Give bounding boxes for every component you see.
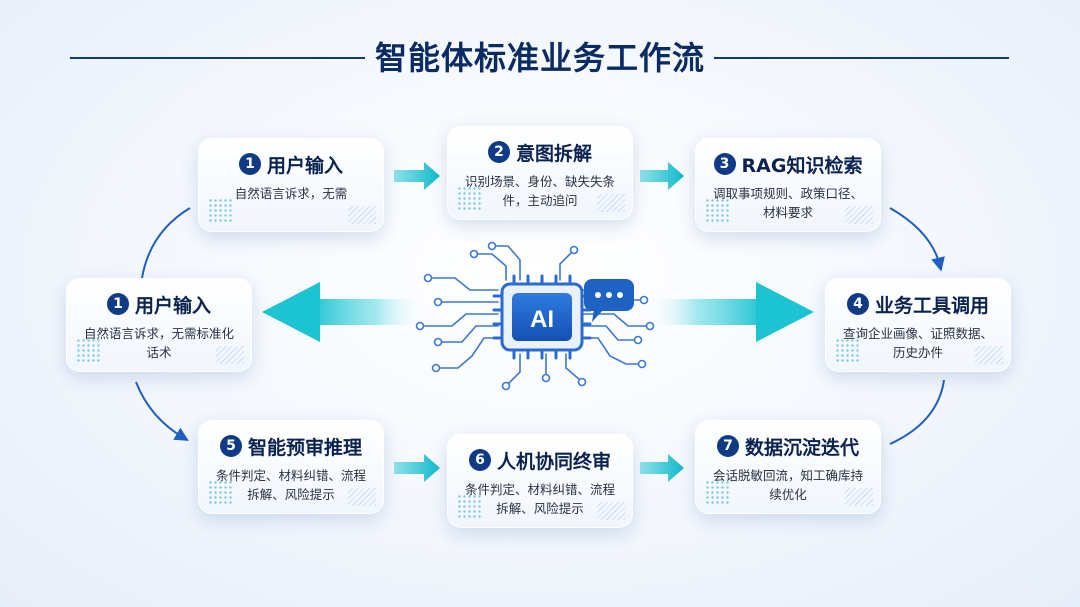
dot-pattern-decoration: [705, 480, 729, 504]
step-card-rag-retrieval: 3 RAG知识检索 调取事项规则、政策口径、材料要求: [695, 138, 881, 232]
step-number-badge: 1: [238, 153, 261, 175]
step-card-intent-decomposition: 2 意图拆解 识别场景、身份、缺失失条件，主动追问: [447, 126, 633, 220]
step-card-user-input-left: 1 用户输入 自然语言诉求，无需标准化话术: [66, 278, 252, 372]
dot-pattern-decoration: [457, 186, 481, 210]
hatch-decoration: [216, 346, 244, 364]
dot-pattern-decoration: [76, 338, 100, 362]
arrow-5-to-6: [394, 454, 440, 482]
hatch-decoration: [348, 206, 376, 224]
step-description: 自然语言诉求，无需标准化话术: [84, 326, 235, 360]
big-arrow-right: [652, 282, 814, 342]
page-title: 智能体标准业务工作流: [374, 39, 705, 77]
arrow-6-to-7: [640, 454, 684, 482]
dot-pattern-decoration: [835, 338, 859, 362]
circuit-nodes: [415, 241, 655, 391]
hatch-decoration: [597, 194, 625, 212]
step-number-badge: 1: [106, 293, 129, 315]
step-title: 用户输入: [266, 154, 343, 177]
step-title: 用户输入: [134, 294, 211, 317]
dot-pattern-decoration: [208, 198, 232, 222]
step-number-badge: 3: [713, 153, 736, 175]
connector-right-lower: [889, 379, 945, 445]
chat-bubble-icon: [584, 279, 634, 322]
step-description: 条件判定、材料纠错、流程拆解、风险提示: [465, 482, 616, 516]
step-description: 识别场景、身份、缺失失条件，主动追问: [465, 174, 616, 208]
ai-chip-label: AI: [530, 306, 554, 333]
step-description: 会话脱敏回流，知工确库持续优化: [713, 468, 864, 502]
step-number-badge: 7: [716, 435, 739, 457]
hatch-decoration: [348, 488, 376, 506]
step-number-badge: 5: [219, 435, 242, 457]
title-area: 智能体标准业务工作流: [0, 34, 1080, 82]
title-divider-left: [70, 57, 365, 59]
step-description: 条件判定、材料纠错、流程拆解、风险提示: [216, 468, 367, 502]
step-title: 人机协同终审: [496, 450, 611, 473]
step-card-data-iteration: 7 数据沉淀迭代 会话脱敏回流，知工确库持续优化: [695, 420, 881, 514]
hatch-decoration: [845, 206, 873, 224]
hatch-decoration: [975, 346, 1003, 364]
arrow-1-to-2: [394, 162, 440, 190]
connector-right-upper: [889, 207, 945, 272]
step-title: 业务工具调用: [874, 294, 989, 317]
hatch-decoration: [845, 488, 873, 506]
step-card-user-input-top: 1 用户输入 自然语言诉求，无需: [198, 138, 384, 232]
big-arrow-left: [262, 282, 420, 342]
step-number-badge: 2: [487, 141, 510, 163]
dot-pattern-decoration: [457, 494, 481, 518]
step-title: RAG知识检索: [741, 154, 863, 177]
arrow-2-to-3: [640, 162, 684, 190]
step-description: 查询企业画像、证照数据、历史办件: [843, 326, 994, 360]
step-title: 数据沉淀迭代: [744, 436, 859, 459]
step-description: 调取事项规则、政策口径、材料要求: [713, 186, 864, 220]
dot-pattern-decoration: [705, 198, 729, 222]
hatch-decoration: [597, 502, 625, 520]
dot-pattern-decoration: [208, 480, 232, 504]
step-title: 意图拆解: [515, 142, 592, 165]
step-number-badge: 6: [468, 449, 491, 471]
connector-left-lower: [135, 381, 189, 441]
step-card-business-tool-call: 4 业务工具调用 查询企业画像、证照数据、历史办件: [825, 278, 1011, 372]
step-card-smart-pre-review: 5 智能预审推理 条件判定、材料纠错、流程拆解、风险提示: [198, 420, 384, 514]
connector-left-upper: [141, 207, 191, 279]
step-description: 自然语言诉求，无需: [234, 186, 348, 201]
ai-chip-icon: [492, 274, 592, 360]
step-number-badge: 4: [846, 293, 869, 315]
step-title: 智能预审推理: [247, 436, 362, 459]
title-divider-right: [714, 57, 1009, 59]
step-card-human-final-review: 6 人机协同终审 条件判定、材料纠错、流程拆解、风险提示: [447, 434, 633, 528]
